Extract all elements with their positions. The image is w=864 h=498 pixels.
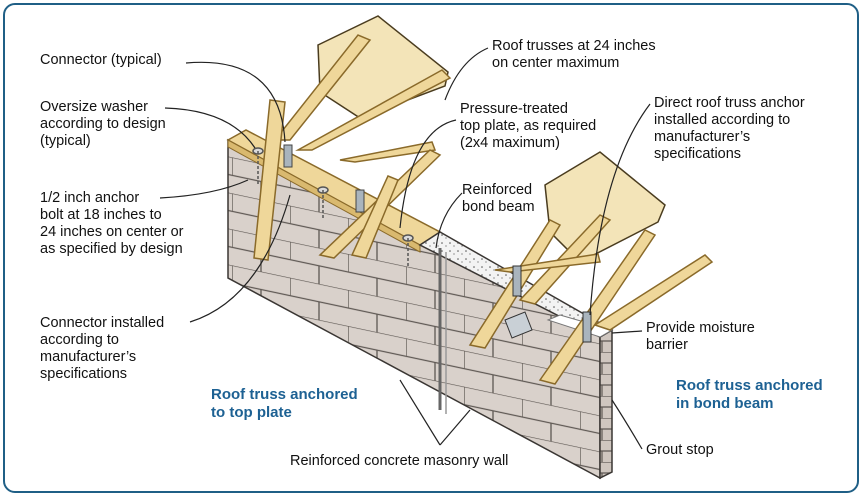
bond-beam-anchors <box>504 265 592 343</box>
left-trusses <box>253 34 452 261</box>
label-top-plate: Pressure-treated top plate, as required … <box>460 101 597 151</box>
caption-bond-beam: Roof truss anchored in bond beam <box>676 377 823 412</box>
label-direct-anchor: Direct roof truss anchor installed accor… <box>654 95 805 162</box>
label-oversize-washer: Oversize washer according to design (typ… <box>40 99 166 149</box>
anchor-bolt-group <box>252 147 414 268</box>
label-roof-trusses: Roof trusses at 24 inches on center maxi… <box>492 38 656 71</box>
left-connectors <box>283 144 365 213</box>
label-bond-beam: Reinforced bond beam <box>462 182 535 215</box>
label-grout-stop: Grout stop <box>646 442 714 458</box>
label-moisture-barrier: Provide moisture barrier <box>646 320 755 353</box>
leader-lines <box>159 47 651 450</box>
label-masonry-wall: Reinforced concrete masonry wall <box>290 453 509 469</box>
label-anchor-bolt: 1/2 inch anchor bolt at 18 inches to 24 … <box>40 190 184 257</box>
masonry-wall-end <box>599 328 613 480</box>
caption-top-plate: Roof truss anchored to top plate <box>211 386 358 421</box>
label-connector-installed: Connector installed according to manufac… <box>40 315 165 382</box>
label-connector-typical: Connector (typical) <box>40 52 162 68</box>
